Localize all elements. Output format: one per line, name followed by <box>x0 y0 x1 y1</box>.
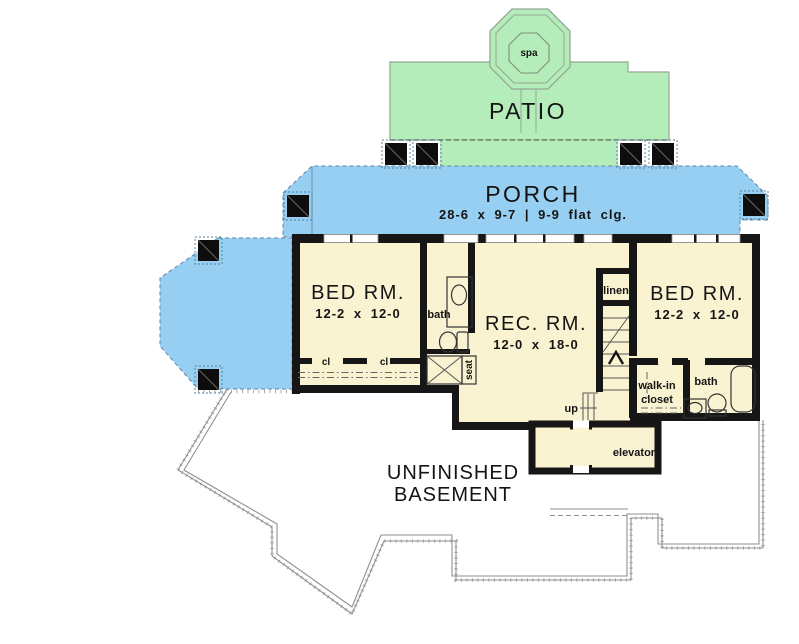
closet-label: cl <box>322 357 331 368</box>
bedroom-left-dims: 12-2 x 12-0 <box>315 306 401 321</box>
porch-area: PORCH 28-6 x 9-7 | 9-9 flat clg. <box>282 139 769 238</box>
porch-label: PORCH <box>485 181 581 207</box>
deck-column <box>194 365 223 394</box>
rec-room-dims: 12-0 x 18-0 <box>493 337 579 352</box>
bath-right: bath <box>683 365 756 419</box>
walkin-label-2: closet <box>641 394 673 406</box>
porch-column <box>412 139 442 169</box>
porch-column <box>381 139 411 169</box>
tub-symbol <box>730 365 756 413</box>
rec-room-label: REC. RM. <box>485 313 587 335</box>
basement-label-2: BASEMENT <box>394 484 512 506</box>
side-deck <box>159 236 293 394</box>
sink-symbol <box>450 284 468 306</box>
bedroom-left-label: BED RM. <box>311 282 405 304</box>
closet-label: cl <box>380 357 389 368</box>
walk-in-closet: walk-in closet <box>637 372 681 414</box>
rec-room: REC. RM. 12-0 x 18-0 <box>485 313 587 352</box>
spa-octagon: spa <box>489 8 571 90</box>
linen-label: linen <box>603 285 629 297</box>
bedroom-left: BED RM. 12-2 x 12-0 cl cl <box>298 282 418 378</box>
windows <box>323 234 741 243</box>
bedroom-right-label: BED RM. <box>650 283 744 305</box>
sink-symbol <box>683 398 707 419</box>
seat-label: seat <box>464 359 475 380</box>
porch-column <box>739 190 769 220</box>
basement-label-1: UNFINISHED <box>387 462 519 484</box>
patio-label: PATIO <box>489 98 567 124</box>
unfinished-basement: UNFINISHED BASEMENT <box>387 462 519 506</box>
porch-column <box>616 139 646 169</box>
toilet-symbol <box>438 331 469 353</box>
spa-label: spa <box>520 48 538 59</box>
vanity-symbol <box>446 276 473 328</box>
patio-step <box>440 140 618 166</box>
stair-break-line <box>602 315 630 353</box>
deck-column <box>194 236 223 265</box>
up-label: up <box>565 403 579 415</box>
stair-direction-arrow <box>607 349 625 365</box>
bath-left: bath seat <box>426 276 477 385</box>
elevator-label: elevator <box>613 447 656 459</box>
walkin-label-1: walk-in <box>637 380 676 392</box>
basement-foundation-outline <box>175 388 765 617</box>
elevator-room: elevator <box>528 420 662 475</box>
bedroom-right-dims: 12-2 x 12-0 <box>654 307 740 322</box>
patio-area: spa PATIO <box>389 8 670 166</box>
bath-left-label: bath <box>427 309 451 321</box>
porch-column <box>648 139 678 169</box>
porch-column <box>283 191 313 221</box>
house-floor <box>296 236 757 471</box>
staircase: linen up <box>565 285 630 422</box>
bedroom-right: BED RM. 12-2 x 12-0 <box>650 283 744 322</box>
porch-dims: 28-6 x 9-7 | 9-9 flat clg. <box>439 207 627 222</box>
toilet-symbol <box>707 393 727 417</box>
bath-right-label: bath <box>694 376 718 388</box>
shower-symbol <box>426 355 477 385</box>
